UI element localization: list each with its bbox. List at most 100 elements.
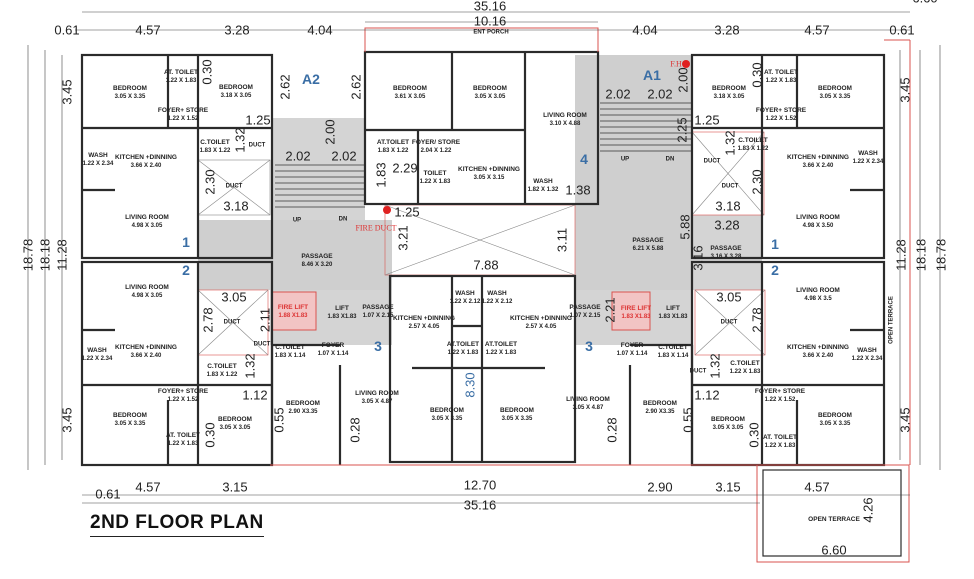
dimension-label: 11.28: [54, 239, 70, 271]
room-label: WASH 1.22 X 2.34: [852, 347, 883, 363]
room-name: BEDROOM: [218, 416, 252, 423]
room-name: KITCHEN +DINNING: [510, 315, 572, 322]
room-size: 6.21 X 5.88: [632, 246, 664, 252]
dimension-label: 12.70: [463, 477, 497, 493]
dimension-label: 18.78: [20, 238, 36, 272]
room-size: 4.98 X 3.05: [131, 293, 163, 299]
dimension-label: 1.25: [394, 204, 420, 220]
passage-right: [575, 55, 692, 290]
dimension-label: 2.00: [675, 67, 691, 93]
room-name: PASSAGE: [710, 245, 742, 252]
fire-duct-label: FIRE DUCT: [355, 223, 397, 233]
fire-hydrant-dots: [383, 60, 690, 214]
dimension-label: 0.28: [347, 417, 363, 443]
dimension-label: 0.30: [202, 422, 218, 448]
room-size: 1.22 X 1.52: [765, 116, 797, 122]
dimension-label: 6.60: [912, 0, 937, 5]
stair-direction-label: DN: [665, 156, 675, 163]
room-name: AT. TOILET: [165, 432, 201, 439]
duct-label: DUCT: [253, 341, 271, 348]
room-size: 3.66 X 2.40: [130, 163, 162, 169]
room-name: C.TOILET: [730, 360, 760, 367]
room-name: AT. TOILET: [762, 434, 798, 441]
dimension-label: 0.61: [889, 22, 915, 38]
dimension-label: 1.12: [694, 387, 720, 403]
room-size: 2.90 X3.35: [288, 409, 318, 415]
dimension-label: 5.88: [677, 214, 693, 240]
room-name: BEDROOM: [712, 85, 746, 92]
room-size: 3.18 X 3.05: [713, 94, 745, 100]
room-name: FOYER+ STORE: [157, 388, 209, 395]
room-name: BEDROOM: [500, 407, 534, 414]
room-size: 2.57 X 4.05: [408, 324, 440, 330]
room-name: FOYER+ STORE: [157, 107, 209, 114]
dimension-lines: [27, 11, 941, 504]
room-label: BEDROOM 3.18 X 3.05: [712, 85, 746, 101]
room-size: 1.22 X 1.83: [165, 78, 197, 84]
room-size: 1.83 X 1.14: [274, 353, 306, 359]
room-size: 3.05 X 3.35: [431, 416, 463, 422]
room-name: BEDROOM: [430, 407, 464, 414]
passage-left: [198, 220, 392, 290]
dimension-label: 3.18: [715, 198, 741, 214]
room-label: BEDROOM 3.61 X 3.05: [393, 85, 427, 101]
room-size: 3.61 X 3.05: [394, 94, 426, 100]
room-size: 1.22 X 2.34: [851, 356, 883, 362]
room-size: 3.05 X 4.87: [572, 405, 604, 411]
room-size: 1.83 X1.83: [658, 314, 688, 320]
dimension-label: 2.02: [647, 86, 673, 102]
stair-direction-label: UP: [620, 156, 630, 163]
room-name: BEDROOM: [393, 85, 427, 92]
room-size: 8.46 X 3.20: [301, 262, 333, 268]
dimension-label: 0.28: [604, 417, 620, 443]
dimension-label: 3.21: [395, 225, 411, 251]
room-name: WASH: [857, 347, 877, 354]
dimension-label: 0.55: [680, 407, 696, 433]
passage-small-right: [692, 215, 762, 290]
room-name: AT. TOILET: [163, 69, 199, 76]
room-size: 3.66 X 2.40: [130, 353, 162, 359]
dimension-label: 2.21: [602, 297, 618, 323]
dimension-label: 1.83: [373, 162, 389, 188]
dimension-label: 10.16: [473, 13, 507, 29]
dimension-label: 35.16: [463, 497, 497, 513]
stair-direction-label: DN: [338, 216, 348, 223]
unit-marker: 3: [585, 338, 593, 354]
duct-label: DUCT: [689, 368, 707, 375]
room-name: OPEN TERRACE: [808, 516, 860, 523]
duct-label: DUCT: [248, 142, 266, 149]
room-size: 3.05 X 4.87: [361, 399, 393, 405]
room-size: 4.98 X 3.50: [802, 223, 834, 229]
dimension-label: 18.78: [933, 238, 949, 272]
dimension-label: 2.25: [674, 117, 690, 143]
room-name: FOYER: [620, 342, 644, 349]
room-name: KITCHEN +DINNING: [393, 315, 455, 322]
staircase-a2: [272, 118, 365, 220]
room-name: AT. TOILET: [763, 69, 799, 76]
dimension-label: 2.78: [200, 307, 216, 333]
room-name: AT.TOILET: [376, 139, 410, 146]
